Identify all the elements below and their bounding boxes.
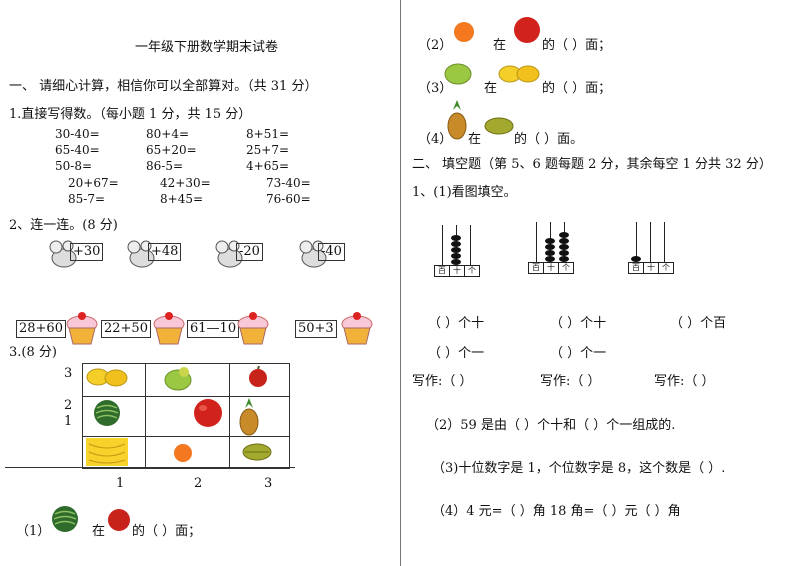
apple-icon <box>108 509 130 531</box>
q3-2-at: 在 <box>493 38 507 53</box>
q3-3-number: （3） <box>418 81 453 96</box>
math-problem: 4+65= <box>246 159 290 173</box>
q3-3-at: 在 <box>484 81 498 96</box>
q3-1-number: （1） <box>16 524 51 539</box>
cake-label: 28+60 <box>16 320 66 338</box>
math-problem: 20+67= <box>68 176 119 190</box>
abacus-base-label: 个 <box>468 266 476 275</box>
abacus-base-label: 十 <box>644 263 659 273</box>
blank-tens-1[interactable]: （ ）个十 <box>428 316 485 331</box>
abacus-3: 百 十 个 <box>628 222 674 274</box>
pear-icon <box>164 367 192 391</box>
abacus-base-label: 十 <box>450 266 465 276</box>
col-label: 2 <box>194 476 203 491</box>
q3-2-answer: 的（ ）面； <box>542 38 612 53</box>
page-title: 一年级下册数学期末试卷 <box>135 40 279 55</box>
q3-2-number: （2） <box>418 38 453 53</box>
q1-label: 1.直接写得数。（每小题 1 分，共 15 分） <box>9 107 252 122</box>
blank-ones-2[interactable]: （ ）个一 <box>550 346 607 361</box>
apple-icon <box>249 366 267 387</box>
cake-label: 61—10 <box>187 320 240 338</box>
math-problem: 80+4= <box>146 127 190 141</box>
lemon-icon <box>86 368 128 387</box>
starfruit-icon <box>484 117 514 135</box>
math-problem: 76-60= <box>266 192 311 206</box>
math-problem: 65-40= <box>55 143 100 157</box>
q3-3-answer: 的（ ）面； <box>542 81 612 96</box>
watermelon-icon <box>52 506 78 532</box>
apple-icon <box>514 17 540 43</box>
blank-hundreds-3[interactable]: （ ）个百 <box>670 316 727 331</box>
pineapple-icon <box>447 100 467 140</box>
blank-ones-1[interactable]: （ ）个一 <box>428 346 485 361</box>
col-label: 1 <box>116 476 125 491</box>
math-problem: 8+45= <box>160 192 204 206</box>
cupcake-icon <box>153 312 185 345</box>
pear-icon <box>444 63 472 85</box>
math-problem: 30-40= <box>55 127 100 141</box>
watermelon-icon <box>94 400 120 426</box>
mouse-label: +48 <box>148 243 182 261</box>
mouse-label: +30 <box>70 243 104 261</box>
q3-label: 3.(8 分) <box>9 345 57 360</box>
col-label: 3 <box>264 476 273 491</box>
q3-1-answer: 的（ ）面； <box>132 524 202 539</box>
mouse-icon <box>299 240 327 268</box>
cupcake-icon <box>66 312 98 345</box>
abacus-base-label: 十 <box>544 263 559 273</box>
q3-4-at: 在 <box>468 132 482 147</box>
q2-label: 2、连一连。(8 分) <box>9 218 118 233</box>
fill3: （3)十位数字是 1，个位数字是 8，这个数是（ ）. <box>432 461 726 476</box>
abacus-base-label: 个 <box>562 263 570 272</box>
math-problem: 25+7= <box>246 143 290 157</box>
write-as-3[interactable]: 写作:（ ） <box>654 374 715 389</box>
math-problem: 50-8= <box>55 159 93 173</box>
lemon-icon <box>498 65 540 83</box>
q3-1-at: 在 <box>92 524 106 539</box>
math-problem: 42+30= <box>160 176 211 190</box>
apple-icon <box>194 399 222 427</box>
section1-heading: 一、 请细心计算，相信你可以全部算对。（共 31 分） <box>9 79 318 94</box>
abacus-base-label: 百 <box>629 263 644 273</box>
orange-icon <box>174 444 192 462</box>
cupcake-icon <box>237 312 269 345</box>
blank-tens-2[interactable]: （ ）个十 <box>550 316 607 331</box>
fill4: （4）4 元=（ ）角 18 角=（ ）元（ ）角 <box>432 504 681 519</box>
fill2: （2）59 是由（ ）个十和（ ）个一组成的. <box>426 418 676 433</box>
mouse-label: -20 <box>236 243 263 261</box>
cake-label: 50+3 <box>295 320 337 338</box>
row-label: 3 <box>64 366 73 381</box>
math-problem: 8+51= <box>246 127 290 141</box>
fruit-grid <box>82 363 290 469</box>
column-divider <box>400 0 401 566</box>
section2-heading: 二、 填空题（第 5、6 题每题 2 分，其余每空 1 分共 32 分） <box>412 157 772 172</box>
math-problem: 86-5= <box>146 159 184 173</box>
write-as-1[interactable]: 写作:（ ） <box>412 374 473 389</box>
fill1-label: 1、(1)看图填空。 <box>412 185 517 200</box>
cake-label: 22+50 <box>101 320 151 338</box>
grid-baseline <box>5 467 295 468</box>
math-problem: 65+20= <box>146 143 197 157</box>
row-label: 2 <box>64 398 73 413</box>
q3-4-number: （4） <box>418 132 453 147</box>
abacus-base-label: 百 <box>529 263 544 273</box>
pineapple-icon <box>239 398 259 436</box>
banana-icon <box>86 438 128 466</box>
write-as-2[interactable]: 写作:（ ） <box>540 374 601 389</box>
starfruit-icon <box>242 443 272 461</box>
abacus-1: 百 十 个 <box>434 225 480 277</box>
abacus-base-label: 百 <box>435 266 450 276</box>
abacus-base-label: 个 <box>662 263 670 272</box>
mouse-label: -40 <box>318 243 345 261</box>
cupcake-icon <box>341 312 373 345</box>
row-label: 1 <box>64 414 73 429</box>
abacus-2: 百 十 个 <box>528 222 574 274</box>
math-problem: 85-7= <box>68 192 106 206</box>
math-problem: 73-40= <box>266 176 311 190</box>
orange-icon <box>454 22 474 42</box>
q3-4-answer: 的（ ）面。 <box>514 132 584 147</box>
